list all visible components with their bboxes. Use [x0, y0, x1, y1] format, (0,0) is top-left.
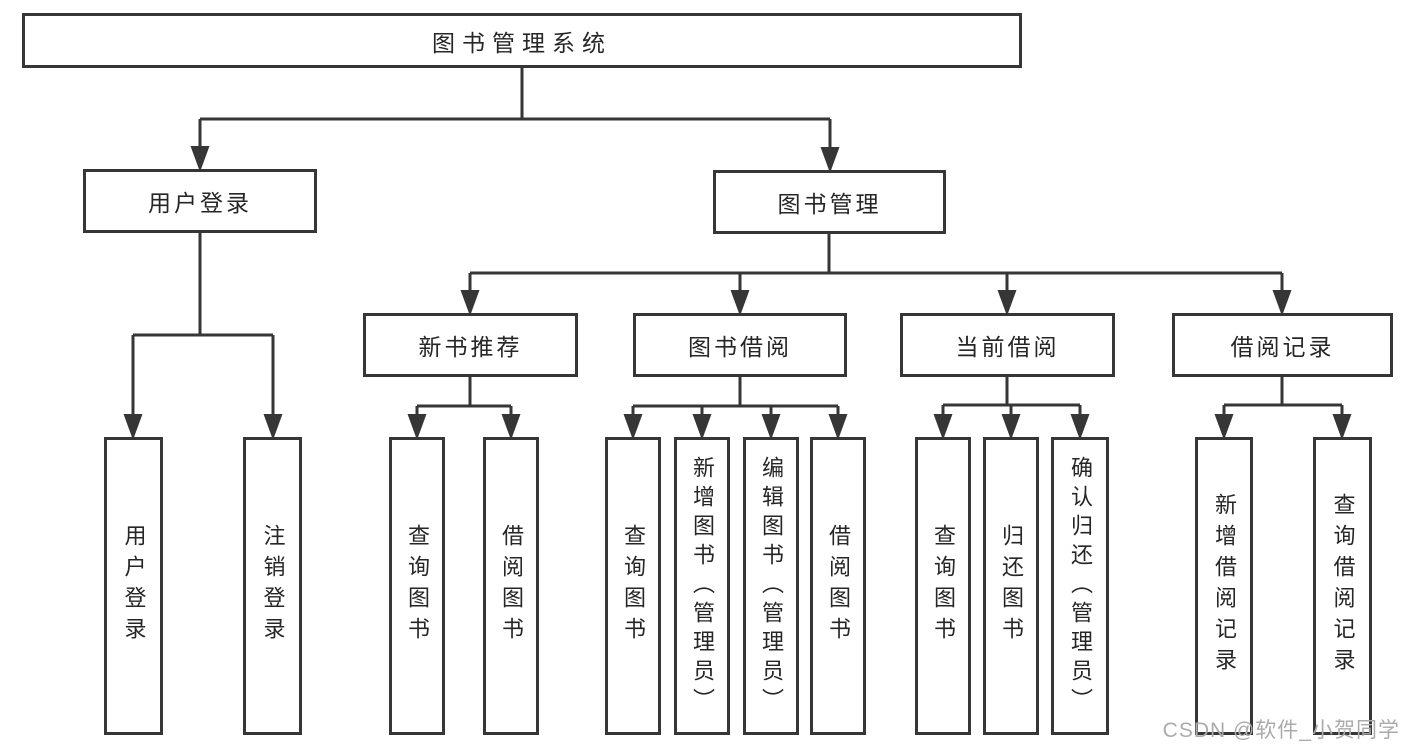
- leaf-query-books-borrow: 查询图书: [605, 437, 661, 735]
- leaf-edit-books-admin: 编辑图书（管理员）: [743, 437, 799, 735]
- leaf-logout: 注销登录: [243, 437, 302, 735]
- leaf-query-books-current: 查询图书: [915, 437, 971, 735]
- node-new-book-recommend: 新书推荐: [363, 313, 578, 377]
- leaf-confirm-return-admin: 确认归还（管理员）: [1051, 437, 1109, 735]
- node-user-login: 用户登录: [83, 169, 317, 233]
- watermark: CSDN @软件_小贺同学: [1162, 719, 1400, 742]
- leaf-user-login: 用户登录: [104, 437, 163, 735]
- node-library-management-system: 图书管理系统: [22, 13, 1022, 68]
- node-borrow-records: 借阅记录: [1172, 313, 1393, 377]
- node-current-borrow: 当前借阅: [900, 313, 1115, 377]
- leaf-add-borrow-record: 新增借阅记录: [1195, 437, 1253, 735]
- leaf-query-books-recommend: 查询图书: [389, 437, 445, 735]
- leaf-borrow-books: 借阅图书: [810, 437, 866, 735]
- node-book-management: 图书管理: [713, 170, 946, 234]
- leaf-return-books: 归还图书: [983, 437, 1039, 735]
- leaf-add-books-admin: 新增图书（管理员）: [674, 437, 730, 735]
- leaf-query-borrow-record: 查询借阅记录: [1313, 437, 1372, 735]
- leaf-borrow-books-recommend: 借阅图书: [483, 437, 539, 735]
- node-book-borrow: 图书借阅: [633, 313, 847, 377]
